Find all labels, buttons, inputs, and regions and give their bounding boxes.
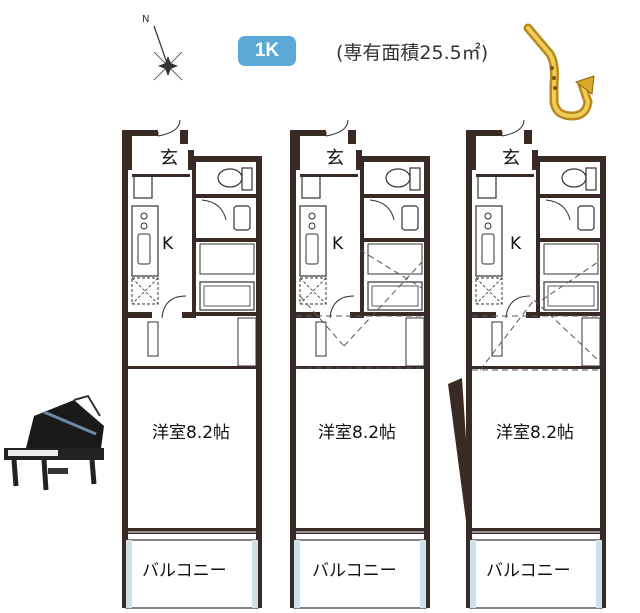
unit-1-kitchen-label: K [162,234,174,254]
grand-piano-icon [4,394,104,491]
unit-1-plan [121,119,263,609]
unit-3-kitchen-label: K [510,234,522,254]
area-text: (専有面積25.5㎡) [336,42,489,64]
unit-3-room-label: 洋室8.2帖 [496,423,575,443]
saxophone-icon [523,23,595,121]
unit-2-genkan-label: 玄 [326,148,344,169]
unit-3-plan [465,119,607,609]
unit-3-balcony-label: バルコニー [486,561,571,581]
plan-type-badge: 1K [238,36,296,66]
unit-2-balcony-label: バルコニー [312,561,397,581]
unit-3-genkan-label: 玄 [502,148,520,169]
unit-2-kitchen-label: K [332,234,344,254]
unit-2-room-label: 洋室8.2帖 [318,423,397,443]
unit-1-genkan-label: 玄 [160,148,178,169]
compass-icon: N [142,14,183,81]
unit-1-room-label: 洋室8.2帖 [152,423,231,443]
unit-1-balcony-label: バルコニー [142,561,227,581]
unit-2-plan [289,119,431,609]
svg-text:N: N [142,14,149,25]
